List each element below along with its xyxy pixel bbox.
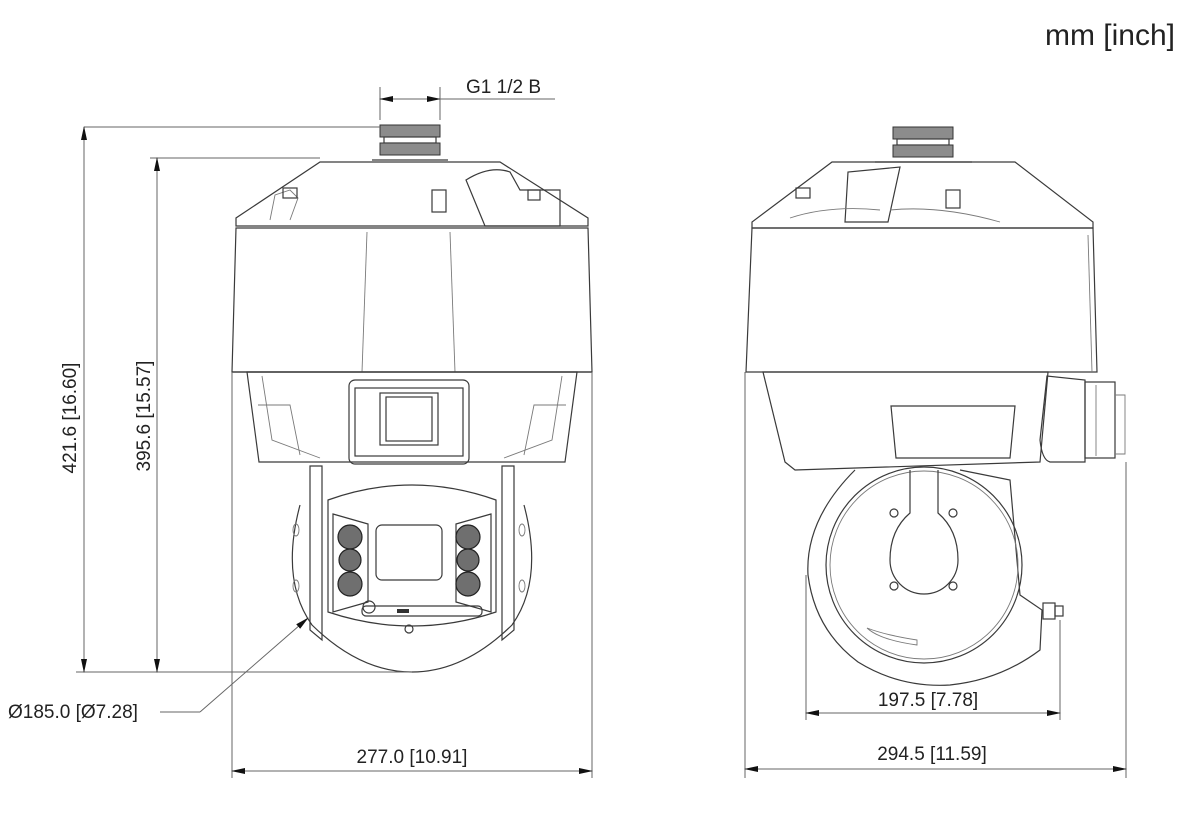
thread-dimension: G1 1/2 B	[379, 77, 555, 120]
front-width-label: 277.0 [10.91]	[357, 747, 468, 768]
mount-thread	[372, 124, 448, 161]
dome-diameter-label: Ø185.0 [Ø7.28]	[8, 702, 138, 723]
overall-height-label: 421.6 [16.60]	[60, 363, 81, 474]
side-mount-thread	[875, 126, 972, 163]
side-inner-width-label: 197.5 [7.78]	[878, 690, 978, 711]
front-view: G1 1/2 B	[8, 77, 593, 778]
thread-label: G1 1/2 B	[466, 77, 541, 98]
body-height-label: 395.6 [15.57]	[134, 361, 155, 472]
side-view: 197.5 [7.78] 294.5 [11.59]	[744, 126, 1127, 778]
units-label: mm [inch]	[1045, 19, 1175, 52]
side-width-label: 294.5 [11.59]	[877, 744, 987, 765]
